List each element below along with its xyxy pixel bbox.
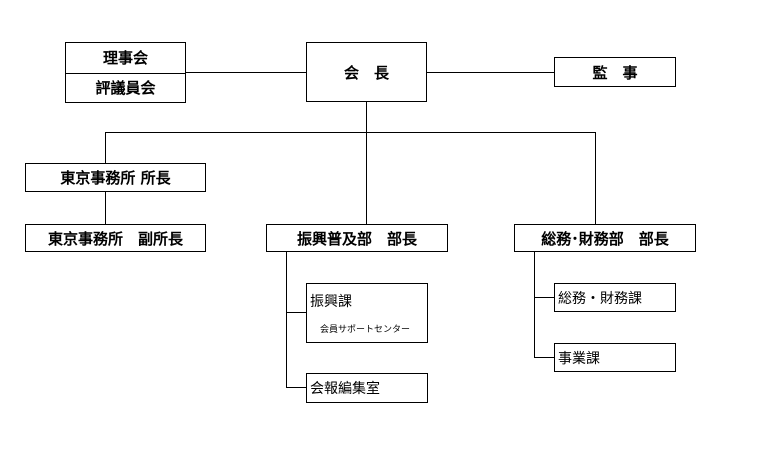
president-box: 会 長 (306, 42, 427, 102)
general-section-box: 総務・財務課 (554, 283, 676, 312)
promotion-section-label: 振興課 (310, 294, 352, 310)
newsletter-office-box: 会報編集室 (306, 373, 428, 403)
promotion-section-box: 振興課 会員サポートセンター (306, 283, 428, 343)
tokyo-director-box: 東京事務所 所長 (25, 163, 206, 192)
board-label: 理事会 (102, 49, 148, 68)
auditor-box: 監 事 (554, 57, 676, 87)
member-support-center-label: 会員サポートセンター (320, 325, 411, 335)
business-section-box: 事業課 (554, 343, 676, 372)
promotion-dept-box: 振興普及部 部長 (266, 224, 448, 252)
council-label: 評議員会 (66, 72, 185, 103)
tokyo-deputy-box: 東京事務所 副所長 (25, 224, 206, 252)
general-dept-box: 総務･財務部 部長 (514, 224, 696, 252)
board-box: 理事会 評議員会 (65, 42, 186, 103)
